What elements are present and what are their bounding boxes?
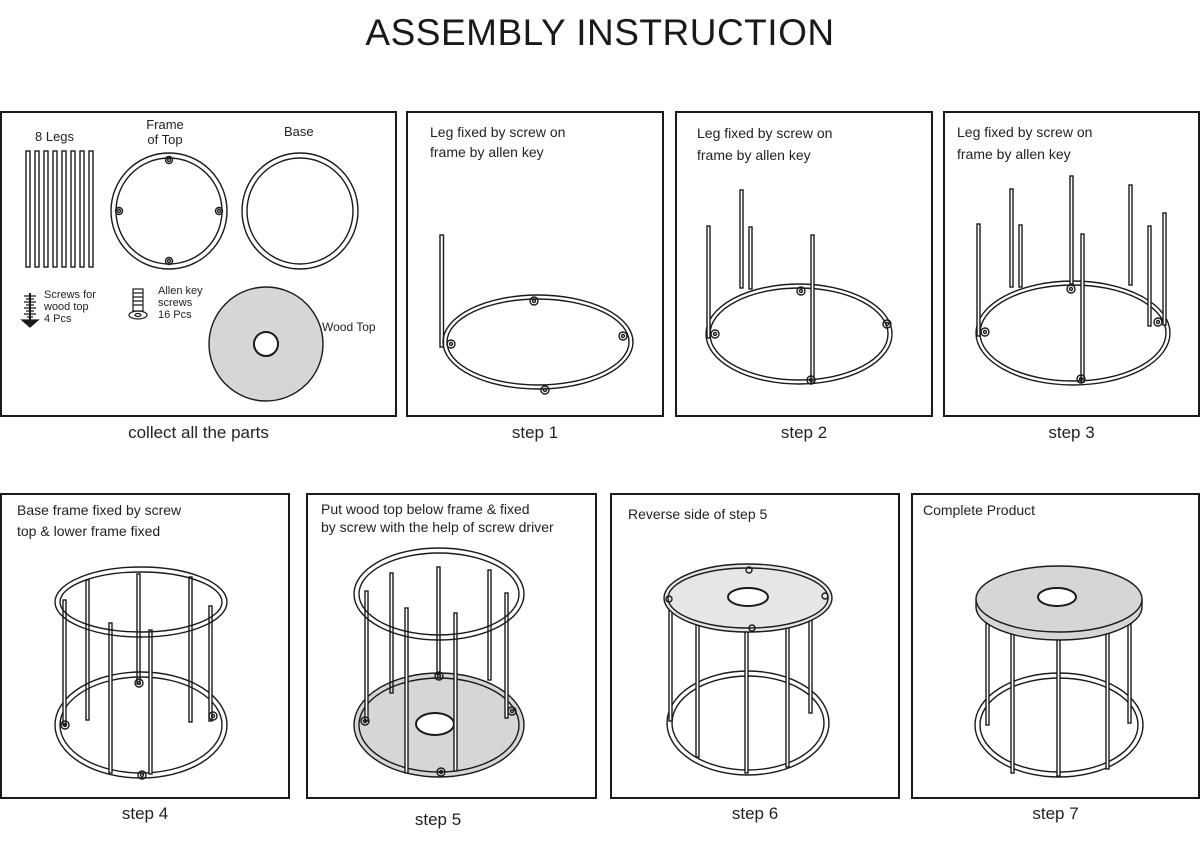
step-5-note: Put wood top below frame & fixed by scre… bbox=[321, 501, 554, 535]
step-6-illustration bbox=[663, 563, 833, 776]
allen-screw-illustration bbox=[128, 288, 148, 320]
step-4-note: Base frame fixed by screw top & lower fr… bbox=[17, 502, 182, 539]
step-7-panel: Complete Product bbox=[911, 493, 1200, 799]
step-3-illustration bbox=[975, 175, 1171, 386]
step-4-caption: step 4 bbox=[121, 804, 169, 823]
step-7-caption: step 7 bbox=[1032, 804, 1079, 823]
wood-screw-illustration bbox=[20, 293, 40, 328]
step-4-panel: Base frame fixed by screw top & lower fr… bbox=[0, 493, 290, 799]
step-7-note: Complete Product bbox=[923, 502, 1036, 518]
base-label: Base bbox=[284, 124, 314, 139]
step-4-illustration bbox=[54, 566, 228, 780]
step-2-panel: Leg fixed by screw on frame by allen key bbox=[675, 111, 933, 417]
legs-illustration bbox=[25, 150, 94, 268]
step-3-note: Leg fixed by screw on frame by allen key bbox=[957, 124, 1093, 162]
wood-top-illustration bbox=[208, 286, 324, 402]
step-5-illustration bbox=[353, 547, 525, 778]
step-1-illustration bbox=[439, 234, 634, 395]
parts-caption: collect all the parts bbox=[128, 423, 269, 442]
parts-panel: 8 Legs Frame of Top Base Screws for wood… bbox=[0, 111, 397, 417]
step-3-caption: step 3 bbox=[1048, 423, 1095, 442]
parts-illustration bbox=[20, 150, 359, 402]
base-ring-illustration bbox=[241, 152, 359, 270]
step-1-panel: Leg fixed by screw on frame by allen key bbox=[406, 111, 664, 417]
page-title: ASSEMBLY INSTRUCTION bbox=[365, 12, 835, 53]
frame-of-top-illustration bbox=[110, 152, 228, 270]
step-5-caption: step 5 bbox=[414, 810, 462, 829]
step-1-caption: step 1 bbox=[511, 423, 559, 442]
step-6-panel: Reverse side of step 5 bbox=[610, 493, 900, 799]
step-6-caption: step 6 bbox=[731, 804, 779, 823]
frame-top-label: Frame of Top bbox=[146, 117, 184, 147]
step-3-panel: Leg fixed by screw on frame by allen key bbox=[943, 111, 1200, 417]
step-1-note: Leg fixed by screw on frame by allen key bbox=[430, 124, 566, 160]
screws-wood-label: Screws for wood top 4 Pcs bbox=[44, 289, 96, 325]
step-2-caption: step 2 bbox=[780, 423, 828, 442]
step-6-note: Reverse side of step 5 bbox=[628, 506, 768, 522]
allen-screws-label: Allen key screws 16 Pcs bbox=[158, 285, 203, 321]
step-5-panel: Put wood top below frame & fixed by scre… bbox=[306, 493, 597, 799]
wood-top-label: Wood Top bbox=[322, 320, 376, 334]
step-2-illustration bbox=[705, 189, 893, 385]
step-7-illustration bbox=[974, 565, 1144, 778]
step-2-note: Leg fixed by screw on frame by allen key bbox=[697, 125, 833, 163]
legs-label: 8 Legs bbox=[35, 129, 75, 144]
